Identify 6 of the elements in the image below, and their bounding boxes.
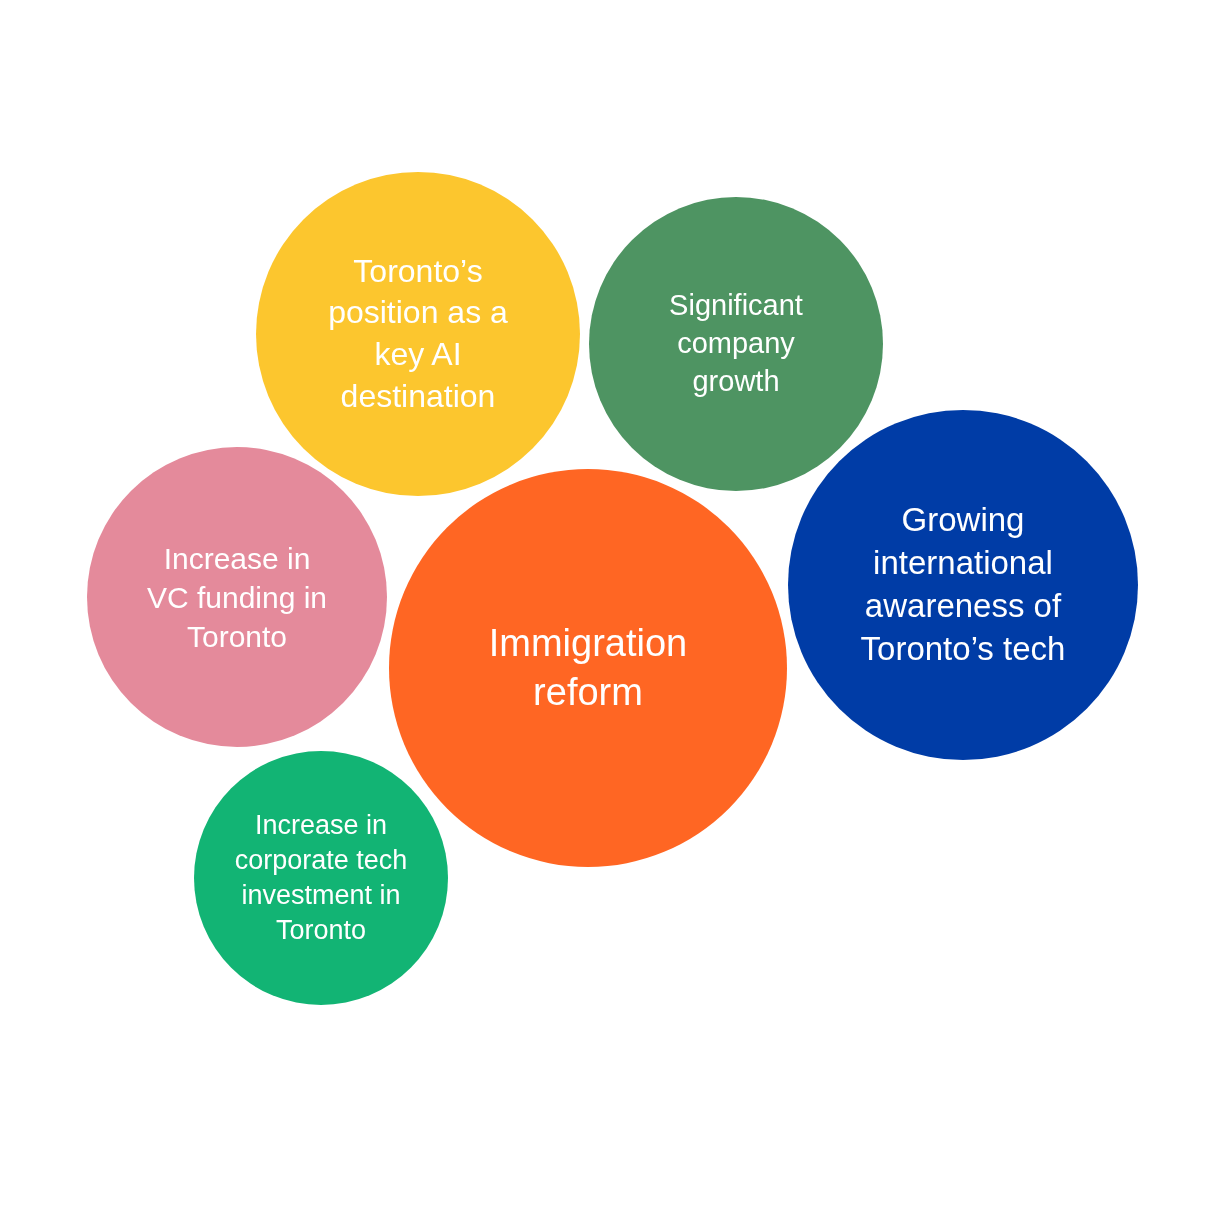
topic-label: Increase in VC funding in Toronto bbox=[145, 540, 329, 655]
topic-label: Significant company growth bbox=[668, 288, 804, 399]
topic-label: Increase in corporate tech investment in Toronto bbox=[233, 808, 409, 948]
topic-label: Toronto’s position as a key AI destination bbox=[327, 251, 509, 416]
topic-label: Immigration reform bbox=[487, 620, 689, 715]
topic-label: Growing international awareness of Toronto’s tech bbox=[859, 500, 1067, 669]
